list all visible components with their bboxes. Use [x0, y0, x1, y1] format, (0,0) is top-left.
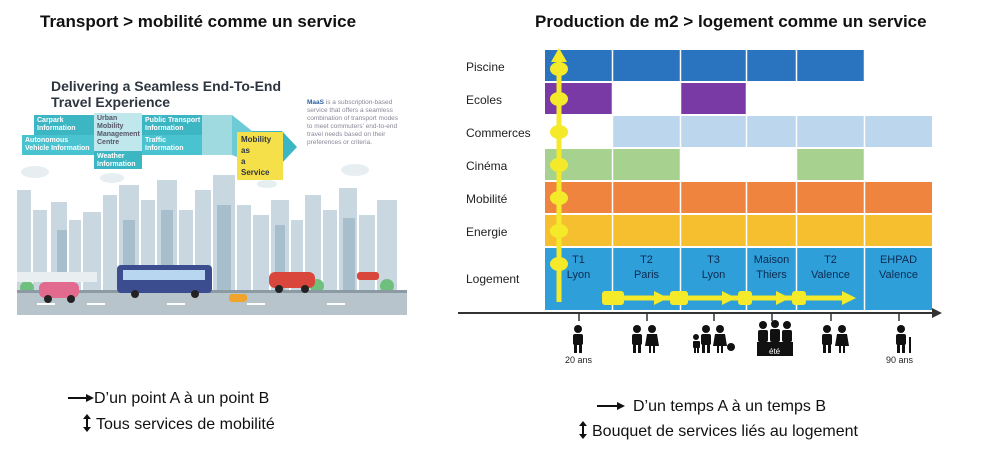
maas-illustration: Delivering a Seamless End-To-End Travel …	[17, 75, 407, 315]
info-box-weather: Weather Information	[94, 151, 142, 169]
commerces-cell-2	[681, 116, 746, 147]
grid-lines	[611, 50, 866, 310]
left-caption-2-text: Tous services de mobilité	[96, 416, 275, 433]
info-box-public-transport: Public Transport Information	[142, 115, 204, 135]
right-caption-2-text: Bouquet de services liés au logement	[592, 423, 858, 440]
right-arrow-icon	[597, 399, 633, 415]
housing-6-city: Valence	[879, 269, 918, 281]
ecoles-cell-2	[681, 83, 746, 114]
housing-6: EHPAD Valence	[865, 253, 932, 283]
summer-family-icon	[757, 320, 793, 356]
commerces-cell-5	[865, 116, 932, 147]
maas-line-3: a	[241, 157, 246, 166]
left-caption-1-text: D’un point A à un point B	[94, 390, 270, 407]
commerces-cell-1	[613, 116, 680, 147]
summer-label: été	[769, 347, 781, 356]
right-caption-2: Bouquet de services liés au logement	[578, 421, 858, 443]
maas-block: Mobility as a Service	[237, 132, 283, 180]
piscine-cell-3	[681, 50, 746, 81]
housing-4-city: Thiers	[756, 269, 787, 281]
row-label-mobilite: Mobilité	[466, 192, 508, 206]
left-caption-2: Tous services de mobilité	[82, 414, 275, 436]
age-20: 20 ans	[565, 355, 593, 365]
housing-3-city: Lyon	[701, 269, 726, 281]
family-icon	[693, 325, 735, 353]
maas-line-2: as	[241, 146, 250, 155]
timeline-axis	[458, 308, 942, 321]
elderly-person-icon	[896, 325, 911, 353]
illustration-heading-1: Delivering a Seamless End-To-End	[51, 78, 282, 94]
housing-5-city: Valence	[811, 269, 850, 281]
up-down-arrow-icon	[82, 414, 96, 436]
right-arrow-icon	[68, 391, 94, 407]
cinema-cell-2	[613, 149, 680, 180]
housing-3-type: T3	[707, 254, 720, 266]
row-label-energie: Energie	[466, 225, 508, 239]
info-box-autonomous: Autonomous Vehicle Information	[22, 135, 94, 155]
housing-service-diagram: Piscine Ecoles Commerces Cinéma Mobilité…	[458, 40, 940, 320]
couple-icon	[632, 325, 659, 353]
info-box-carpark: Carpark Information	[34, 115, 94, 135]
piscine-cell-5	[797, 50, 864, 81]
row-label-ecoles: Ecoles	[466, 93, 503, 107]
row-label-commerces: Commerces	[466, 126, 531, 140]
maas-description-text: is a subscription-based service that off…	[307, 99, 399, 146]
cityscape	[17, 164, 407, 315]
maas-line-1: Mobility	[241, 135, 272, 144]
right-caption-1: D’un temps A à un temps B	[597, 398, 826, 416]
info-box-traffic: Traffic Information	[142, 135, 204, 155]
mobilite-band	[545, 182, 932, 213]
maas-line-4: Service	[241, 168, 270, 177]
piscine-cell-2	[613, 50, 680, 81]
up-down-arrow-icon	[578, 421, 592, 443]
life-path	[550, 48, 856, 305]
housing-6-type: EHPAD	[879, 254, 918, 266]
housing-1-city: Lyon	[566, 269, 591, 281]
housing-1-type: T1	[572, 254, 585, 266]
senior-couple-icon	[822, 325, 849, 353]
left-caption-1: D’un point A à un point B	[68, 390, 269, 408]
row-label-piscine: Piscine	[466, 60, 505, 74]
piscine-cell-4	[747, 50, 796, 81]
right-caption-1-text: D’un temps A à un temps B	[633, 398, 826, 415]
commerces-cell-4	[797, 116, 864, 147]
single-person-icon	[573, 325, 583, 353]
cinema-cell-3	[797, 149, 864, 180]
housing-4-type: Maison	[753, 254, 790, 266]
maas-description: MaaS is a subscription-based service tha…	[307, 99, 401, 147]
housing-2-city: Paris	[633, 269, 660, 281]
illustration-heading-2: Travel Experience	[51, 94, 171, 110]
housing-5-type: T2	[824, 254, 837, 266]
row-label-cinema: Cinéma	[466, 159, 508, 173]
energie-band	[545, 215, 932, 246]
commerces-cell-3	[747, 116, 796, 147]
row-label-logement: Logement	[466, 272, 520, 286]
info-box-urban: Urban Mobility Management Centre	[94, 113, 142, 151]
age-90: 90 ans	[886, 355, 914, 365]
housing-2-type: T2	[640, 254, 653, 266]
maas-description-title: MaaS	[307, 99, 324, 106]
right-title: Production de m2 > logement comme un ser…	[535, 12, 927, 31]
left-title: Transport > mobilité comme un service	[40, 12, 357, 31]
